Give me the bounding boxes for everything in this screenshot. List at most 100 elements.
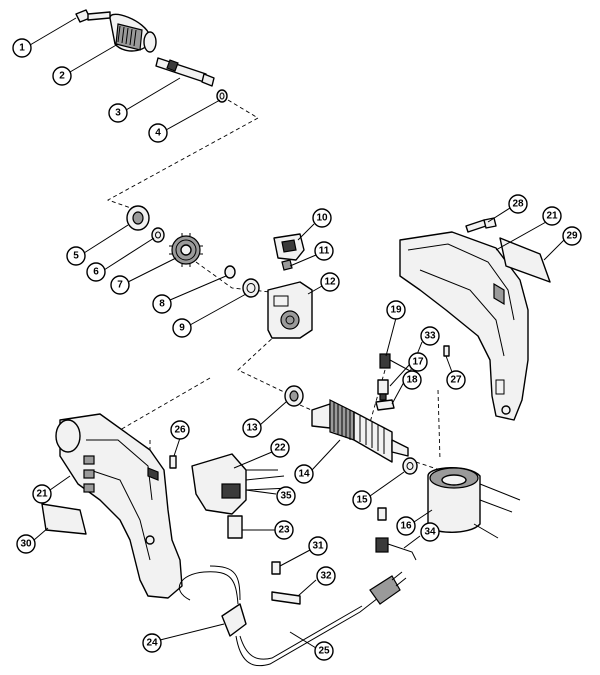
svg-text:32: 32 <box>320 571 332 582</box>
callout-30: 30 <box>16 534 36 554</box>
assembly-guide-lines <box>106 99 441 471</box>
part-retaining-ring <box>216 89 228 103</box>
callout-28: 28 <box>508 194 528 214</box>
svg-text:27: 27 <box>450 375 462 386</box>
part-power-cord <box>178 565 407 667</box>
svg-text:15: 15 <box>356 495 368 506</box>
svg-text:19: 19 <box>390 305 402 316</box>
svg-text:24: 24 <box>146 638 158 649</box>
callout-27: 27 <box>446 370 466 390</box>
svg-text:33: 33 <box>424 331 436 342</box>
callout-19: 19 <box>386 300 406 320</box>
svg-text:31: 31 <box>312 541 324 552</box>
svg-text:34: 34 <box>424 527 436 538</box>
svg-text:9: 9 <box>179 323 185 334</box>
callout-29: 29 <box>562 226 582 246</box>
part-label-plate-left <box>41 503 87 535</box>
part-shift-knob <box>273 233 305 261</box>
part-pin <box>443 345 450 357</box>
svg-text:14: 14 <box>298 469 310 480</box>
callout-24: 24 <box>142 633 162 653</box>
part-housing-screw <box>465 217 497 233</box>
leader-lines <box>29 17 565 649</box>
svg-text:1: 1 <box>19 43 25 54</box>
callout-21-right: 21 <box>542 206 562 226</box>
callout-26: 26 <box>170 420 190 440</box>
svg-text:11: 11 <box>319 246 330 257</box>
callout-1: 1 <box>12 38 32 58</box>
part-spindle <box>155 57 215 87</box>
svg-text:26: 26 <box>174 425 186 436</box>
callout-21-left: 21 <box>32 484 52 504</box>
callout-35: 35 <box>276 486 296 506</box>
svg-text:5: 5 <box>73 251 79 262</box>
callout-12: 12 <box>320 272 340 292</box>
svg-text:10: 10 <box>316 213 328 224</box>
callout-2: 2 <box>52 66 72 86</box>
svg-text:21: 21 <box>36 489 48 500</box>
svg-text:2: 2 <box>59 71 65 82</box>
part-cord-clamp <box>271 591 301 605</box>
callout-25: 25 <box>314 641 334 661</box>
callout-10: 10 <box>312 208 332 228</box>
part-bearing <box>126 205 150 231</box>
svg-text:16: 16 <box>400 521 412 532</box>
callout-31: 31 <box>308 536 328 556</box>
callout-23: 23 <box>274 520 294 540</box>
svg-text:18: 18 <box>406 375 418 386</box>
callout-7: 7 <box>110 275 130 295</box>
part-switch <box>191 453 291 515</box>
part-washer <box>151 227 165 243</box>
callout-32: 32 <box>316 566 336 586</box>
callout-13: 13 <box>242 418 262 438</box>
svg-text:8: 8 <box>159 299 165 310</box>
part-brush-holder-lower <box>375 507 417 561</box>
part-housing-left <box>55 413 183 599</box>
svg-text:35: 35 <box>280 491 292 502</box>
callout-5: 5 <box>66 246 86 266</box>
svg-text:23: 23 <box>278 525 290 536</box>
part-label-plate <box>499 237 551 283</box>
part-drill-chuck <box>109 13 157 53</box>
svg-text:30: 30 <box>20 539 32 550</box>
svg-text:3: 3 <box>115 108 121 119</box>
part-armature <box>311 399 409 463</box>
callout-8: 8 <box>152 294 172 314</box>
svg-text:13: 13 <box>246 423 258 434</box>
part-carbon-brush <box>379 353 391 369</box>
callout-33: 33 <box>420 326 440 346</box>
callout-15: 15 <box>352 490 372 510</box>
svg-text:6: 6 <box>93 267 99 278</box>
part-bearing-2 <box>242 278 260 298</box>
part-gear-housing <box>267 281 313 339</box>
svg-text:7: 7 <box>117 280 123 291</box>
part-brush-plate <box>375 399 395 411</box>
callout-9: 9 <box>172 318 192 338</box>
callout-16: 16 <box>396 516 416 536</box>
callout-22: 22 <box>270 438 290 458</box>
part-small-washer <box>224 265 236 279</box>
svg-text:4: 4 <box>155 128 161 139</box>
svg-text:12: 12 <box>324 277 336 288</box>
callout-18: 18 <box>402 370 422 390</box>
callout-11: 11 <box>314 241 334 261</box>
part-bearing-3 <box>284 385 304 407</box>
part-gear <box>169 233 203 267</box>
callout-3: 3 <box>108 103 128 123</box>
callout-34: 34 <box>420 522 440 542</box>
part-brush-holder <box>377 379 389 401</box>
svg-text:17: 17 <box>412 357 424 368</box>
part-washer-15 <box>402 457 418 475</box>
part-pin-26 <box>169 455 177 469</box>
svg-text:22: 22 <box>274 443 286 454</box>
svg-text:21: 21 <box>546 211 558 222</box>
callout-17: 17 <box>408 352 428 372</box>
callout-6: 6 <box>86 262 106 282</box>
svg-text:29: 29 <box>566 231 578 242</box>
part-trigger <box>227 515 243 539</box>
part-cord-clamp-screw <box>271 561 281 575</box>
svg-text:25: 25 <box>318 646 330 657</box>
part-screw <box>75 9 111 23</box>
callout-14: 14 <box>294 464 314 484</box>
